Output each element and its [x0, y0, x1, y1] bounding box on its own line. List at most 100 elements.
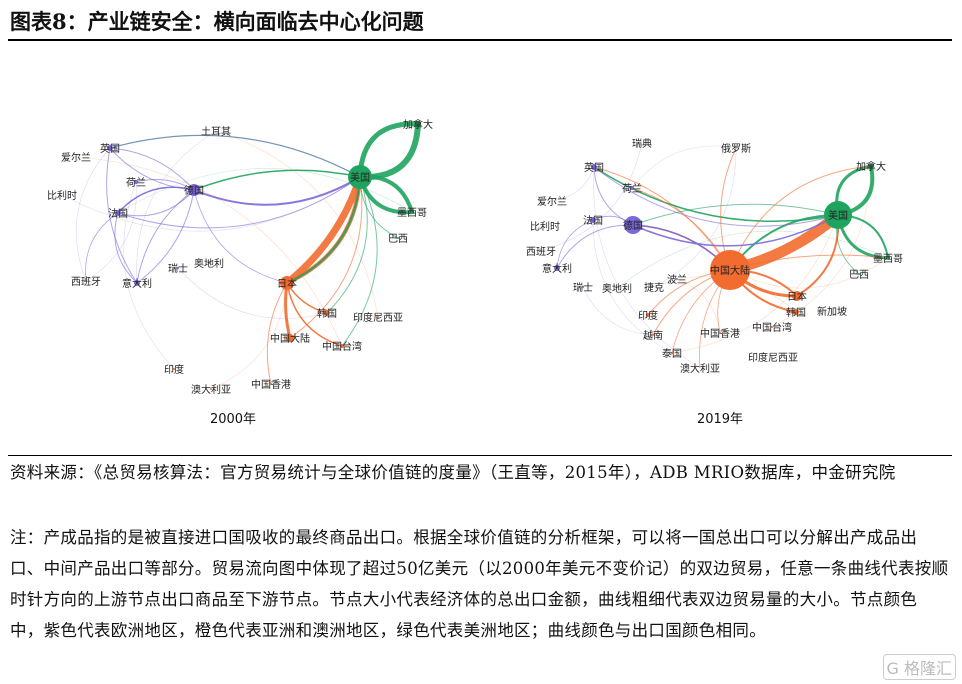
trade-edge-faint [76, 147, 111, 282]
trade-edge [193, 189, 288, 284]
node-label: 爱尔兰 [61, 151, 91, 164]
node-日本 [792, 291, 802, 301]
trade-edge-faint [540, 142, 643, 252]
trade-edge-faint [592, 219, 673, 354]
trade-edge-faint [631, 145, 737, 189]
node-label: 法国 [583, 214, 603, 227]
node-label: 墨西哥 [397, 207, 427, 219]
node-label: 荷兰 [622, 182, 642, 195]
note-text: 注：产成品指的是被直接进口国吸收的最终商品出口。根据全球价值链的分析框架，可以将… [10, 528, 949, 640]
node-西班牙 [85, 280, 87, 282]
node-德国 [624, 216, 642, 234]
node-label: 俄罗斯 [721, 142, 751, 155]
trade-edge-faint [123, 181, 175, 370]
node-label: 加拿大 [856, 160, 886, 173]
node-label: 意大利 [542, 262, 572, 275]
watermark-logo: G 格隆汇 [882, 654, 956, 680]
node-label: 韩国 [317, 307, 337, 320]
node-label: 印度 [164, 363, 184, 376]
trade-edge [593, 166, 839, 223]
trade-edge [109, 147, 195, 191]
node-巴西 [397, 237, 399, 239]
trade-edge [593, 166, 731, 271]
trade-edge [286, 282, 343, 347]
node-加拿大 [416, 122, 420, 126]
node-label: 意大利 [122, 277, 152, 290]
node-label: 荷兰 [126, 176, 146, 189]
trade-edge [193, 176, 361, 206]
trade-edge [109, 134, 361, 178]
node-波兰 [676, 278, 678, 280]
node-法国 [590, 217, 596, 223]
trade-edge [556, 224, 634, 269]
node-瑞士 [177, 267, 179, 269]
separator-rule [8, 455, 952, 456]
node-中国香港 [270, 383, 272, 385]
trade-edge [283, 173, 364, 287]
trade-edge [106, 147, 138, 284]
node-印度尼西亚 [377, 316, 379, 318]
node-label: 瑞士 [168, 262, 188, 275]
node-label: 日本 [277, 277, 297, 290]
trade-edge [114, 212, 138, 284]
trade-edge [136, 189, 195, 284]
trade-edge [286, 176, 361, 284]
node-label: 中国香港 [251, 378, 291, 391]
node-加拿大 [869, 164, 873, 168]
node-巴西 [858, 273, 860, 275]
trade-edge [632, 203, 839, 226]
node-英国 [591, 164, 597, 170]
node-label: 泰国 [662, 347, 682, 360]
node-意大利 [134, 280, 140, 286]
node-泰国 [671, 352, 673, 354]
node-label: 中国台湾 [322, 340, 362, 353]
node-中国香港 [719, 332, 721, 334]
node-美国 [824, 201, 852, 229]
node-墨西哥 [410, 210, 414, 214]
trade-edge-faint [729, 257, 889, 289]
node-label: 美国 [350, 171, 370, 184]
node-label: 巴西 [388, 233, 408, 245]
title-rule [8, 39, 952, 41]
node-中国大陆 [710, 250, 750, 290]
trade-edge [341, 176, 378, 347]
trade-edge-faint [215, 130, 379, 318]
trade-edge-faint [75, 156, 343, 347]
node-日本 [280, 276, 294, 290]
node-荷兰 [630, 186, 634, 190]
node-label: 英国 [100, 142, 120, 155]
edges [61, 121, 421, 390]
node-label: 印度 [638, 309, 658, 322]
node-美国 [348, 165, 372, 189]
trade-edge [109, 147, 195, 191]
trade-edge [593, 166, 839, 227]
node-label: 爱尔兰 [537, 195, 567, 208]
trade-edge-faint [593, 166, 701, 369]
node-韩国 [324, 310, 330, 316]
node-label: 德国 [623, 219, 643, 232]
node-label: 中国台湾 [752, 321, 792, 334]
trade-edge-faint [85, 181, 137, 282]
node-label: 奥地利 [602, 282, 632, 295]
node-label: 德国 [184, 184, 204, 197]
node-label: 中国香港 [700, 327, 740, 340]
node-label: 比利时 [47, 190, 77, 202]
node-label: 中国大陆 [710, 264, 750, 277]
node-墨西哥 [886, 256, 890, 260]
trade-edge [729, 165, 872, 271]
network-2019年: 美国加拿大墨西哥巴西中国大陆日本韩国新加坡中国台湾印度尼西亚中国香港澳大利亚泰国… [526, 137, 903, 427]
node-label: 西班牙 [526, 246, 556, 258]
chart-caption: 2019年 [697, 412, 743, 427]
chart-caption: 2000年 [210, 412, 256, 427]
node-label: 韩国 [786, 306, 806, 319]
node-越南 [652, 334, 654, 336]
node-label: 英国 [584, 161, 604, 174]
node-label: 澳大利亚 [191, 383, 231, 396]
node-法国 [115, 210, 121, 216]
node-中国台湾 [340, 344, 344, 348]
trade-edge [289, 176, 363, 339]
node-label: 波兰 [667, 273, 687, 286]
node-label: 越南 [643, 329, 663, 342]
node-德国 [188, 184, 200, 196]
node-印度 [646, 313, 650, 317]
